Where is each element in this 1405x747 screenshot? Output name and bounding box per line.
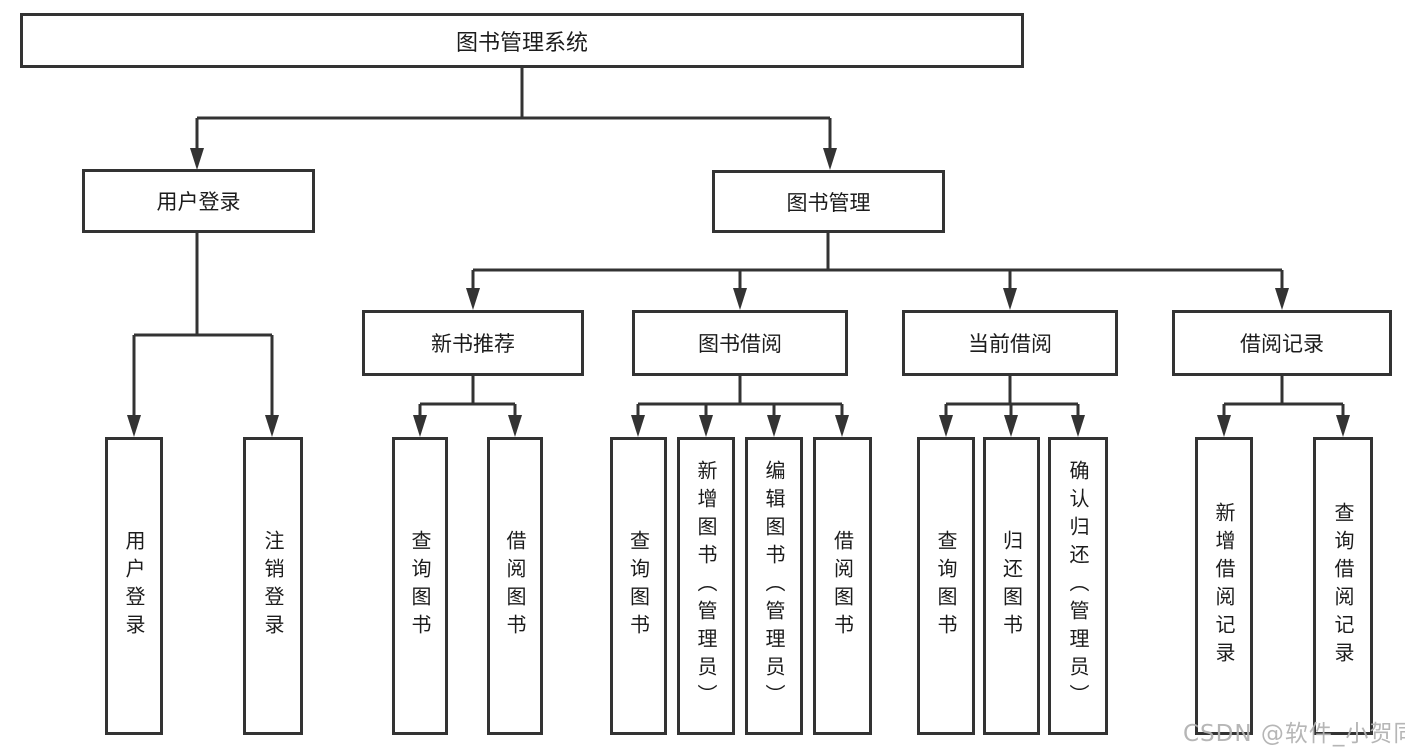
- leaf-user-login: 用户登录: [105, 437, 163, 735]
- node-library-system: 图书管理系统: [20, 13, 1024, 68]
- leaf-borrow-books-recommend: 借阅图书: [487, 437, 543, 735]
- leaf-add-book-admin: 新增图书（管理员）: [677, 437, 735, 735]
- leaf-query-borrow-record: 查询借阅记录: [1313, 437, 1373, 735]
- leaf-query-books-recommend: 查询图书: [392, 437, 448, 735]
- node-book-management: 图书管理: [712, 170, 945, 233]
- leaf-add-borrow-record: 新增借阅记录: [1195, 437, 1253, 735]
- leaf-confirm-return-admin: 确认归还（管理员）: [1048, 437, 1108, 735]
- node-current-borrow: 当前借阅: [902, 310, 1118, 376]
- node-new-book-recommend: 新书推荐: [362, 310, 584, 376]
- leaf-borrow-books: 借阅图书: [813, 437, 872, 735]
- leaf-query-books-current: 查询图书: [917, 437, 975, 735]
- leaf-logout: 注销登录: [243, 437, 303, 735]
- node-book-borrow: 图书借阅: [632, 310, 848, 376]
- leaf-return-books: 归还图书: [983, 437, 1040, 735]
- leaf-query-books-borrow: 查询图书: [610, 437, 667, 735]
- leaf-edit-book-admin: 编辑图书（管理员）: [745, 437, 803, 735]
- node-user-login: 用户登录: [82, 169, 315, 233]
- csdn-watermark: CSDN @软件_小贺同学: [1183, 721, 1405, 747]
- node-borrow-records: 借阅记录: [1172, 310, 1392, 376]
